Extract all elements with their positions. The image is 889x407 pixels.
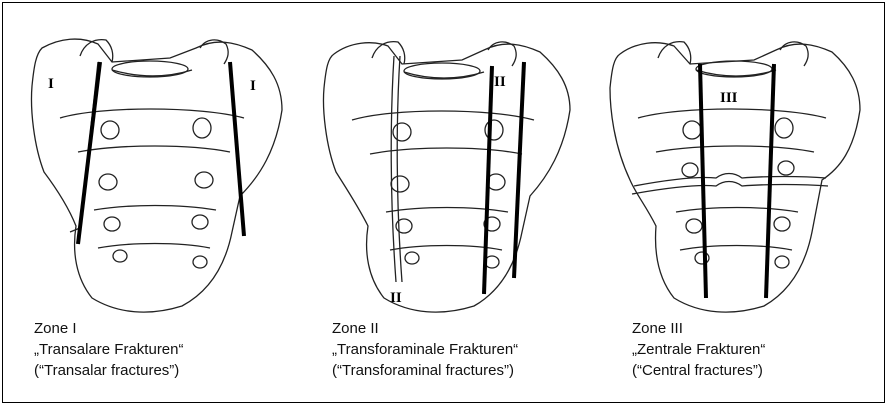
zone-german-label: „Transforaminale Frakturen“	[332, 339, 518, 360]
zone-german-label: „Zentrale Frakturen“	[632, 339, 765, 360]
panel-zone-1: I I Zone I „Transalare Frakturen“ (“Tran…	[20, 0, 310, 400]
sacrum-illustration-zone-2: II II	[318, 0, 608, 320]
caption-zone-2: Zone II „Transforaminale Frakturen“ (“Tr…	[332, 318, 518, 381]
zone-english-label: (“Central fractures”)	[632, 360, 765, 381]
zone-mark-left: I	[48, 76, 54, 92]
sacrum-illustration-zone-3: III	[606, 0, 886, 320]
panel-zone-3: III Zone III „Zentrale Frakturen“ (“Cent…	[606, 0, 889, 400]
zone-mark-right: I	[250, 78, 256, 94]
caption-zone-3: Zone III „Zentrale Frakturen“ (“Central …	[632, 318, 765, 381]
panel-zone-2: II II Zone II „Transforaminale Frakturen…	[318, 0, 608, 400]
zone-title: Zone II	[332, 318, 518, 339]
zone-english-label: (“Transalar fractures”)	[34, 360, 184, 381]
zone-english-label: (“Transforaminal fractures”)	[332, 360, 518, 381]
zone-title: Zone III	[632, 318, 765, 339]
caption-zone-1: Zone I „Transalare Frakturen“ (“Transala…	[34, 318, 184, 381]
zone-title: Zone I	[34, 318, 184, 339]
zone-mark-bottom: II	[390, 290, 402, 306]
zone-mark-top: II	[494, 74, 506, 90]
zone-mark-center: III	[720, 90, 738, 106]
zone-german-label: „Transalare Frakturen“	[34, 339, 184, 360]
sacrum-illustration-zone-1: I I	[20, 0, 310, 320]
